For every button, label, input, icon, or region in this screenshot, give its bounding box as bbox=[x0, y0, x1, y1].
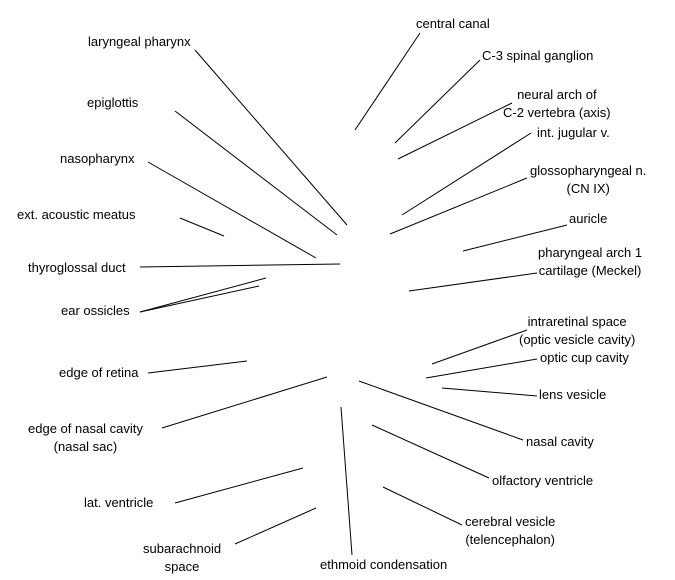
label-c3-spinal-ganglion: C-3 spinal ganglion bbox=[482, 48, 594, 63]
label-edge-of-retina: edge of retina bbox=[59, 365, 139, 380]
leader-edge-of-retina bbox=[147, 360, 248, 374]
leader-intraretinal-space bbox=[431, 329, 528, 365]
leader-ear-ossicles-1 bbox=[139, 277, 267, 313]
leader-ear-ossicles-2 bbox=[139, 285, 260, 313]
leader-edge-of-nasal-cavity bbox=[161, 376, 328, 429]
label-central-canal: central canal bbox=[416, 16, 490, 31]
label-intraretinal-space: intraretinal space (optic vesicle cavity… bbox=[519, 314, 636, 347]
label-olfactory-ventricle: olfactory ventricle bbox=[492, 473, 594, 488]
label-edge-of-nasal-cavity: edge of nasal cavity (nasal sac) bbox=[28, 421, 143, 454]
leader-glossopharyngeal-n bbox=[389, 177, 528, 235]
leader-nasal-cavity bbox=[358, 380, 524, 441]
label-laryngeal-pharynx: laryngeal pharynx bbox=[88, 34, 191, 49]
leader-olfactory-ventricle bbox=[371, 424, 490, 479]
label-nasopharynx: nasopharynx bbox=[60, 151, 135, 166]
leader-int-jugular-v bbox=[401, 132, 532, 216]
label-cerebral-vesicle: cerebral vesicle (telencephalon) bbox=[465, 514, 556, 547]
label-neural-arch: neural arch of C-2 vertebra (axis) bbox=[503, 87, 611, 120]
label-thyroglossal-duct: thyroglossal duct bbox=[28, 260, 126, 275]
leader-lat-ventricle bbox=[174, 467, 304, 504]
leader-optic-cup-cavity bbox=[425, 358, 538, 379]
label-nasal-cavity: nasal cavity bbox=[526, 434, 594, 449]
label-ear-ossicles: ear ossicles bbox=[61, 303, 130, 318]
leader-laryngeal-pharynx bbox=[194, 49, 348, 226]
label-glossopharyngeal-n: glossopharyngeal n. (CN IX) bbox=[530, 163, 647, 196]
label-auricle: auricle bbox=[569, 211, 608, 226]
leader-nasopharynx bbox=[147, 161, 317, 259]
leader-pharyngeal-arch bbox=[408, 272, 538, 292]
leader-c3-spinal-ganglion bbox=[394, 59, 481, 144]
label-ethmoid-condensation: ethmoid condensation bbox=[320, 557, 448, 572]
label-subarachnoid-space: subarachnoid space bbox=[143, 541, 222, 574]
leader-subarachnoid-space bbox=[234, 507, 317, 545]
leader-auricle bbox=[462, 224, 568, 252]
leader-ethmoid-condensation bbox=[340, 406, 353, 556]
label-pharyngeal-arch: pharyngeal arch 1 cartilage (Meckel) bbox=[538, 245, 643, 278]
label-optic-cup-cavity: optic cup cavity bbox=[540, 350, 629, 365]
label-ext-acoustic-meatus: ext. acoustic meatus bbox=[17, 207, 136, 222]
leader-central-canal bbox=[354, 32, 421, 131]
leader-cerebral-vesicle bbox=[382, 486, 463, 526]
label-epiglottis: epiglottis bbox=[87, 95, 139, 110]
label-lens-vesicle: lens vesicle bbox=[539, 387, 607, 402]
leader-thyroglossal-duct bbox=[139, 263, 341, 268]
label-int-jugular-v: int. jugular v. bbox=[537, 125, 610, 140]
leader-neural-arch bbox=[397, 102, 513, 160]
label-lat-ventricle: lat. ventricle bbox=[84, 495, 154, 510]
leader-ext-acoustic-meatus bbox=[179, 217, 225, 237]
leader-epiglottis bbox=[174, 110, 338, 236]
leader-lens-vesicle bbox=[441, 387, 538, 397]
